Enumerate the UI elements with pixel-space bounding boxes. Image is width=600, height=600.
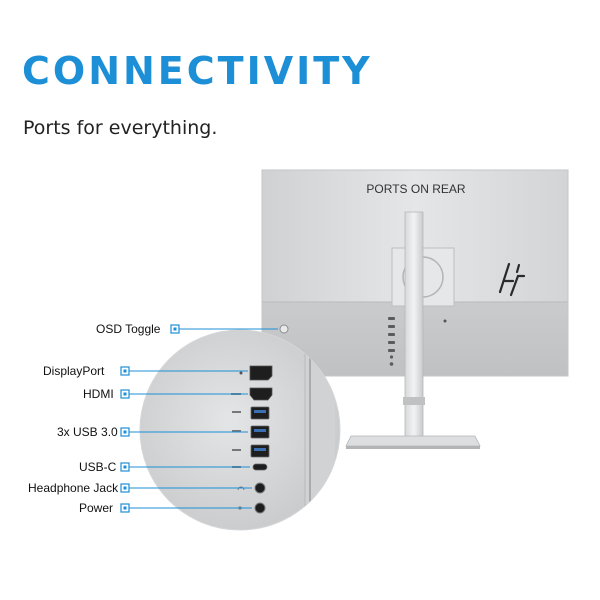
callout-label-hdmi: HDMI <box>83 387 114 401</box>
callout-label-usb-3: 3x USB 3.0 <box>57 425 118 439</box>
callout-marker-dots <box>123 327 177 510</box>
subheadline: Ports for everything. <box>23 117 218 139</box>
callout-label-usb-c: USB-C <box>79 460 117 474</box>
lock-slot-icon <box>443 319 447 323</box>
headline: CONNECTIVITY <box>22 49 373 93</box>
callout-label-osd-toggle: OSD Toggle <box>96 322 161 336</box>
callout-label-power: Power <box>79 501 114 515</box>
osd-toggle-button <box>279 324 289 334</box>
callout-label-displayport: DisplayPort <box>43 364 105 378</box>
rear-port-column <box>388 317 395 366</box>
displayport-port <box>239 365 273 381</box>
headphone-jack <box>237 482 266 494</box>
ports-on-rear-label: PORTS ON REAR <box>366 182 465 196</box>
power-port <box>238 502 266 514</box>
usb-a-ports <box>232 406 270 458</box>
monitor-stand <box>345 211 481 449</box>
callout-connectors <box>128 328 278 509</box>
hp-logo <box>498 262 526 297</box>
callout-label-headphone-jack: Headphone Jack <box>28 481 119 495</box>
